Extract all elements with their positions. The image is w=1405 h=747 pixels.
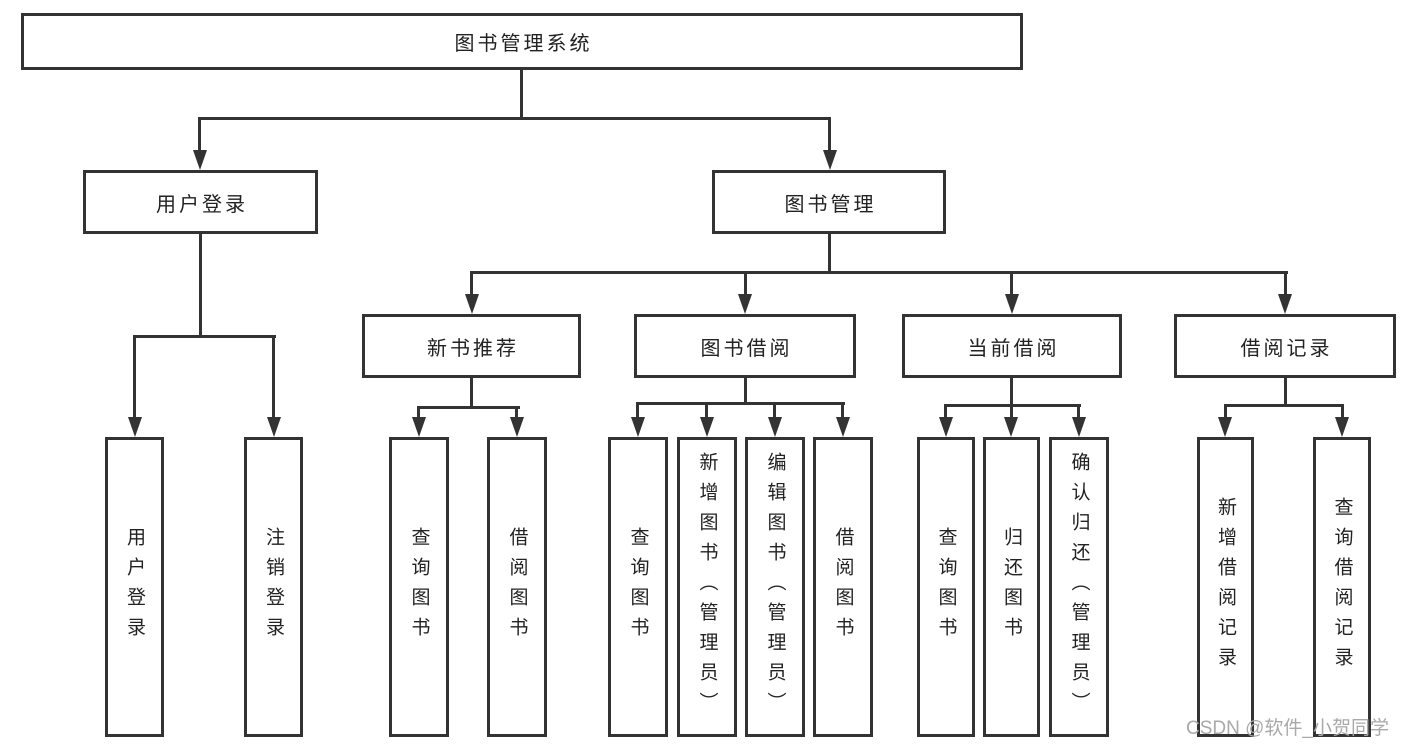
connector-drop-current [1010, 271, 1013, 296]
leaf-records-add-record-label: 新增借阅记录 [1215, 497, 1236, 677]
node-root: 图书管理系统 [21, 13, 1023, 70]
connector-drop-rec-borrow [515, 406, 518, 419]
connector-drop-recs-query [1341, 404, 1344, 419]
leaf-current-confirm-return-label: 确认归还（管理员） [1068, 452, 1090, 722]
leaf-borrow-edit-book-label: 编辑图书（管理员） [764, 452, 786, 722]
leaf-current-return-book-label: 归还图书 [1001, 527, 1022, 647]
leaf-recommend-borrow-book: 借阅图书 [487, 437, 547, 737]
leaf-current-confirm-return: 确认归还（管理员） [1049, 437, 1109, 737]
connector-drop-bor-edit [773, 402, 776, 419]
arrowhead-logout-leaf [267, 417, 281, 437]
leaf-user-login-label: 用户登录 [124, 527, 145, 647]
connector-level3-hline [470, 271, 1288, 274]
arrowhead-bor-add [700, 417, 714, 437]
connector-records-stem [1284, 378, 1287, 407]
connector-drop-logout-leaf [272, 335, 275, 419]
arrowhead-rec-query [412, 417, 426, 437]
connector-drop-user-login [198, 117, 201, 152]
connector-recommend-hline [417, 406, 520, 409]
leaf-user-login: 用户登录 [105, 437, 164, 737]
connector-drop-bor-add [705, 402, 708, 419]
connector-drop-bor-query [636, 402, 639, 419]
leaf-records-query-record: 查询借阅记录 [1313, 437, 1371, 737]
node-book-management: 图书管理 [712, 170, 946, 234]
connector-user-hline [133, 335, 276, 338]
arrowhead-recs-add [1218, 417, 1232, 437]
arrowhead-bor-query [631, 417, 645, 437]
leaf-records-add-record: 新增借阅记录 [1197, 437, 1254, 737]
connector-drop-login-leaf [133, 335, 136, 419]
node-new-book-recommend: 新书推荐 [362, 314, 581, 378]
connector-borrow-stem [744, 378, 747, 405]
csdn-watermark: CSDN @软件_小贺同学 [1186, 718, 1389, 739]
leaf-recommend-query-book: 查询图书 [389, 437, 449, 737]
connector-level2-hline [198, 117, 831, 120]
connector-root-stem [520, 70, 523, 118]
arrowhead-bor-edit [768, 417, 782, 437]
arrowhead-cur-return [1004, 417, 1018, 437]
leaf-logout-label: 注销登录 [263, 527, 284, 647]
leaf-borrow-query-book-label: 查询图书 [627, 527, 649, 647]
connector-records-hline [1224, 404, 1344, 407]
connector-drop-bor-borrow [841, 402, 844, 419]
leaf-borrow-add-book-label: 新增图书（管理员） [696, 452, 718, 722]
leaf-borrow-edit-book: 编辑图书（管理员） [745, 437, 805, 737]
leaf-borrow-query-book: 查询图书 [608, 437, 668, 737]
connector-user-stem [199, 234, 202, 337]
connector-drop-rec-query [417, 406, 420, 419]
arrowhead-cur-query [939, 417, 953, 437]
connector-current-stem [1010, 378, 1013, 407]
leaf-current-query-book-label: 查询图书 [935, 527, 957, 647]
arrowhead-bor-borrow [836, 417, 850, 437]
node-borrow-records: 借阅记录 [1174, 314, 1396, 378]
arrowhead-recs-query [1335, 417, 1349, 437]
connector-borrow-hline [636, 402, 845, 405]
leaf-borrow-add-book: 新增图书（管理员） [677, 437, 737, 737]
connector-book-stem [828, 234, 831, 273]
leaf-current-return-book: 归还图书 [983, 437, 1040, 737]
arrowhead-recommend [465, 294, 479, 314]
leaf-recommend-borrow-book-label: 借阅图书 [506, 527, 528, 647]
connector-drop-cur-query [944, 404, 947, 419]
arrowhead-book-management [823, 150, 837, 170]
leaf-logout: 注销登录 [244, 437, 303, 737]
arrowhead-records [1278, 294, 1292, 314]
node-user-login: 用户登录 [83, 170, 318, 234]
arrowhead-login-leaf [128, 417, 142, 437]
leaf-borrow-borrow-book-label: 借阅图书 [832, 527, 854, 647]
connector-recommend-stem [470, 378, 473, 409]
arrowhead-current [1005, 294, 1019, 314]
leaf-recommend-query-book-label: 查询图书 [408, 527, 430, 647]
connector-drop-records [1284, 271, 1287, 296]
connector-drop-borrow [744, 271, 747, 296]
connector-drop-recommend [470, 271, 473, 296]
arrowhead-cur-confirm [1072, 417, 1086, 437]
leaf-borrow-borrow-book: 借阅图书 [813, 437, 873, 737]
node-book-borrow: 图书借阅 [634, 314, 856, 378]
connector-drop-book-management [828, 117, 831, 152]
arrowhead-rec-borrow [510, 417, 524, 437]
leaf-current-query-book: 查询图书 [917, 437, 975, 737]
leaf-records-query-record-label: 查询借阅记录 [1331, 497, 1353, 677]
connector-drop-recs-add [1224, 404, 1227, 419]
node-current-borrow: 当前借阅 [902, 314, 1122, 378]
connector-drop-cur-confirm [1077, 404, 1080, 419]
connector-drop-cur-return [1010, 404, 1013, 419]
arrowhead-user-login [193, 150, 207, 170]
arrowhead-borrow [738, 294, 752, 314]
